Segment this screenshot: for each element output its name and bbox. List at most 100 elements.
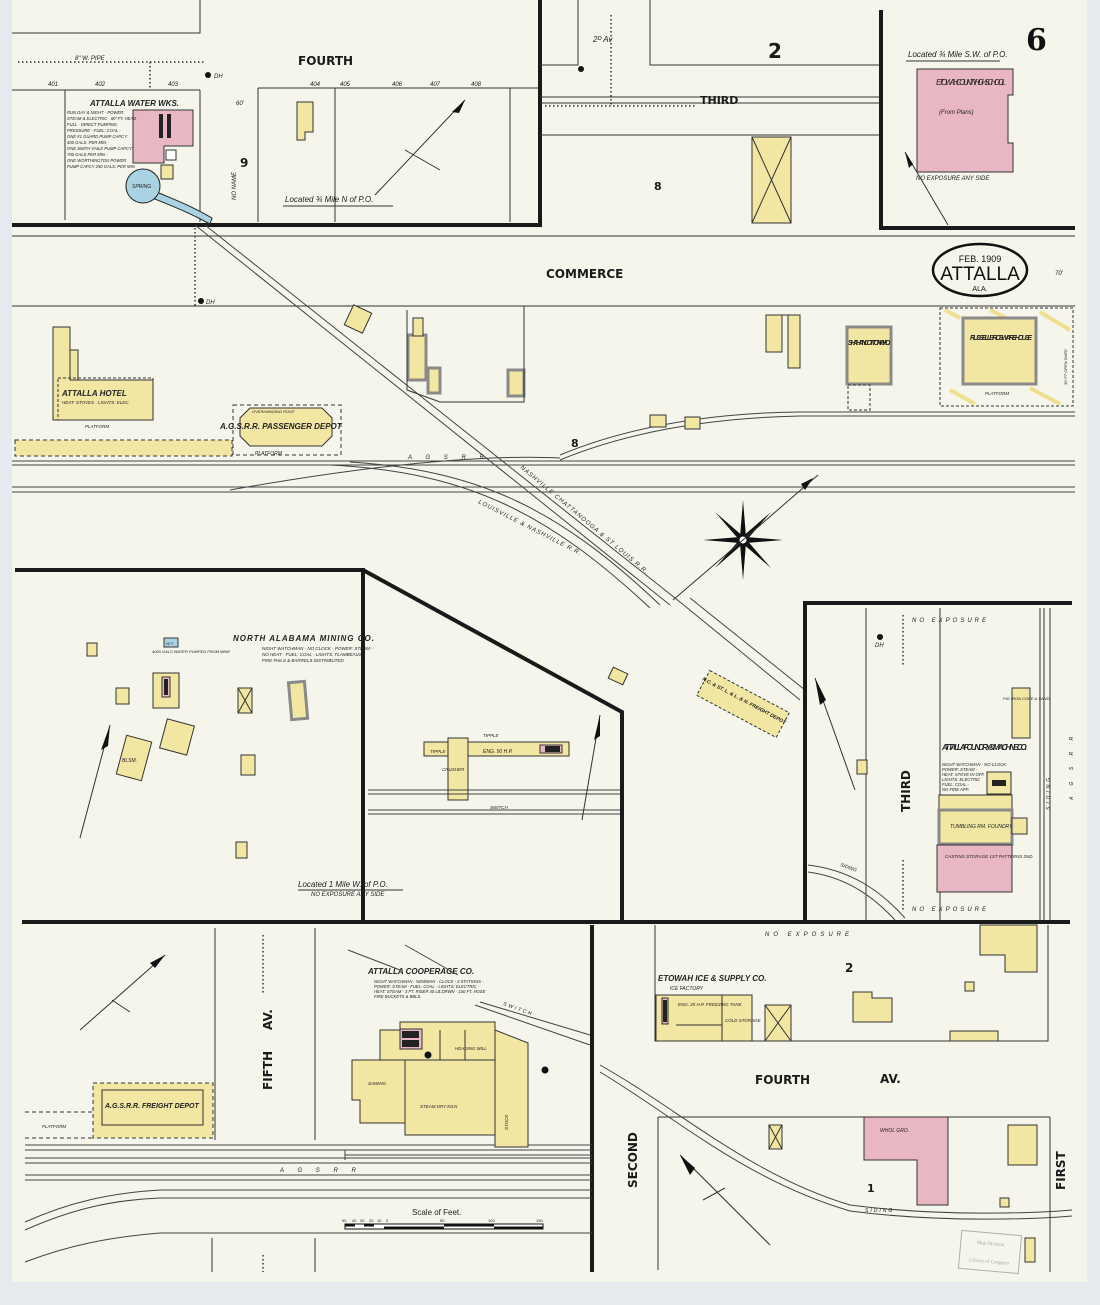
north-arrow-icon	[680, 1155, 695, 1175]
foundry-note: POWER: STEAM -	[942, 767, 978, 772]
roof-label: OVERHANGING ROOF	[252, 409, 295, 414]
bottom-left-blocks: FIFTH AV. A.G.S.R.R. FREIGHT DEPOT PLATF…	[22, 920, 1070, 1272]
school-note: (From Plans)	[939, 110, 974, 116]
street-label-fourth-av: AV.	[880, 1072, 901, 1086]
north-arrow-icon	[594, 715, 600, 740]
platform-label: PLATFORM	[985, 391, 1009, 396]
scale-tick: 150	[536, 1218, 543, 1223]
dwelling	[979, 924, 1038, 973]
street-label-third: THIRD	[700, 94, 738, 107]
north-arrow-icon	[101, 725, 110, 750]
siding-label: SIDING	[1046, 775, 1052, 810]
mining-note: NIGHT WATCHMAN - NO CLOCK - POWER: STEAM…	[262, 646, 373, 651]
school-block: 6 Located ¾ Mile S.W. of P.O. ETOWAH COU…	[879, 10, 1075, 230]
street-label-fifth-av: AV.	[261, 1009, 275, 1030]
railroad-label: A G S R R	[279, 1168, 362, 1174]
foundry-block: NO EXPOSURE NO EXPOSURE DH THIRD PIG IRO…	[803, 601, 1075, 921]
lot-number: 406	[392, 82, 403, 88]
map-city: ATTALLA	[940, 264, 1020, 285]
water-works-note: PRESSURE - FUEL: COAL -	[67, 128, 121, 133]
commerce-street: COMMERCE DH FEB. 1909 ATTALLA ALA. 70'	[12, 228, 1075, 307]
scale-tick: 0	[386, 1218, 389, 1223]
street-label-fifth: FIFTH	[261, 1051, 275, 1090]
scale-tick: 30	[360, 1218, 365, 1223]
street-label-second-av: 2ᴰ Av	[592, 35, 613, 44]
water-works-note: STEAM & ELECTRIC - 80' FT. HEAD	[67, 116, 136, 121]
mining-note: NO HEAT - FUEL: COAL - LIGHTS: FLAMBEAUS…	[262, 652, 365, 657]
dwelling	[852, 991, 893, 1023]
spring-label: SPRING	[132, 184, 151, 190]
ice-company-label: ETOWAH ICE & SUPPLY CO.	[658, 974, 766, 983]
bottom-right-blocks: NO EXPOSURE 2 ETOWAH ICE & SUPPLY CO. IC…	[599, 924, 1073, 1275]
exposure-note: NO EXPOSURE	[765, 932, 853, 938]
exposure-note: NO EXPOSURE	[912, 618, 989, 624]
lot-number: 402	[95, 82, 106, 88]
stamp-line: Map Division	[977, 1241, 1005, 1248]
scale-tick: 10	[377, 1218, 382, 1223]
scale-tick: 100	[488, 1218, 495, 1223]
water-works-note: 400 GALS. PER MIN -	[67, 140, 109, 145]
cooperage-note: NIGHT WATCHMAN - NEWMAN - CLOCK - 3 STAT…	[374, 979, 484, 984]
casting-building	[936, 844, 1013, 893]
street-label-commerce: COMMERCE	[546, 267, 623, 281]
library-stamp: Map Division Library of Congress	[957, 1229, 1023, 1275]
stock-label: STOCK	[504, 1114, 509, 1130]
location-note: Located ¾ Mile N of P.O.	[285, 195, 373, 204]
shahan-warehouse	[845, 325, 893, 386]
shahan-label: SHAHAN COTTON W. HO.	[848, 340, 891, 347]
tipple-label: TIPPLE	[430, 749, 447, 754]
dwelling	[765, 314, 801, 369]
north-arrow-icon	[905, 152, 913, 168]
hotel-note: HEAT: STOVES - LIGHTS: ELEC.	[62, 400, 130, 405]
freight-depot-label: A.G.S.R.R. FREIGHT DEPOT	[104, 1103, 199, 1110]
russell-label: RUSSELL BRO'S WARE HOUSE	[970, 335, 1032, 342]
russell-warehouse	[961, 316, 1038, 386]
map-date: FEB. 1909	[959, 254, 1002, 264]
hydrant-label: DH	[206, 300, 215, 306]
cooperage-note: POWER: STEAM - FUEL: COAL - LIGHTS: ELEC…	[374, 984, 480, 989]
dwelling	[1007, 1124, 1038, 1166]
railroad-label: A G S R R	[407, 455, 490, 461]
hydrant-icon	[205, 72, 211, 78]
grocery-label: WHOL GRO.	[880, 1128, 909, 1134]
block-number: 8	[654, 180, 662, 193]
school-label: ETOWAH COUNTY HIGH SCHOOL	[936, 78, 1006, 87]
block-8-buildings: ATTALLA HOTEL HEAT: STOVES - LIGHTS: ELE…	[14, 304, 1074, 457]
exposure-note: NO EXPOSURE ANY SIDE	[311, 892, 385, 898]
switch-label: SWITCH	[490, 805, 508, 810]
street-label-no-name: NO NAME	[232, 171, 238, 200]
north-arrow-icon	[150, 955, 165, 968]
blacksmith-label: BLSM.	[122, 758, 137, 764]
cooperage-note: FIRE BUCKETS & BBLS.	[374, 994, 421, 999]
passenger-depot-label: A.G.S.R.R. PASSENGER DEPOT	[219, 422, 343, 431]
water-tank	[163, 637, 179, 648]
street-label-third: THIRD	[899, 770, 913, 812]
location-note: Located ¾ Mile S.W. of P.O.	[908, 50, 1008, 59]
platform-label: PLATFORM	[85, 424, 109, 429]
foundry-room-label: TUMBLING RM. FOUNDRY	[950, 824, 1013, 830]
shed-label: 30' FT OPEN SHED	[1063, 349, 1068, 385]
passenger-depot	[239, 407, 333, 447]
lot-number: 408	[471, 82, 482, 88]
foundry-note: NO FIRE APP.	[942, 787, 969, 792]
street-label-first: FIRST	[1054, 1150, 1068, 1190]
street-width: 60'	[236, 101, 245, 107]
lot-number: 401	[48, 82, 58, 88]
railroad-label: A G S R R	[1069, 732, 1075, 801]
sawing-label: SAWING	[368, 1081, 387, 1086]
water-works-note: PUMP CAPCY 250 GALS. PER MIN	[67, 164, 136, 169]
title-cartouche: FEB. 1909 ATTALLA ALA.	[931, 242, 1029, 298]
hydrant-label: DH	[214, 74, 223, 80]
foundry-note: HEAT: STOVE IN OFF.	[942, 772, 985, 777]
water-works-note: FULL - DIRECT PUMPING	[67, 122, 118, 127]
ice-factory-label: ICE FACTORY	[670, 986, 704, 992]
street-width: 70'	[1055, 271, 1064, 277]
hydrant-icon	[541, 1066, 549, 1074]
wholesale-grocery-building	[863, 1116, 949, 1206]
water-works-note: ONE WORTHINGTON POWER	[67, 158, 126, 163]
heading-mill-label: HEADING MILL	[455, 1046, 487, 1051]
dry-kiln-label: STEAM DRY KILN	[420, 1104, 458, 1109]
scale-tick: 40	[352, 1218, 357, 1223]
siding-label: SIDING	[865, 1208, 894, 1214]
